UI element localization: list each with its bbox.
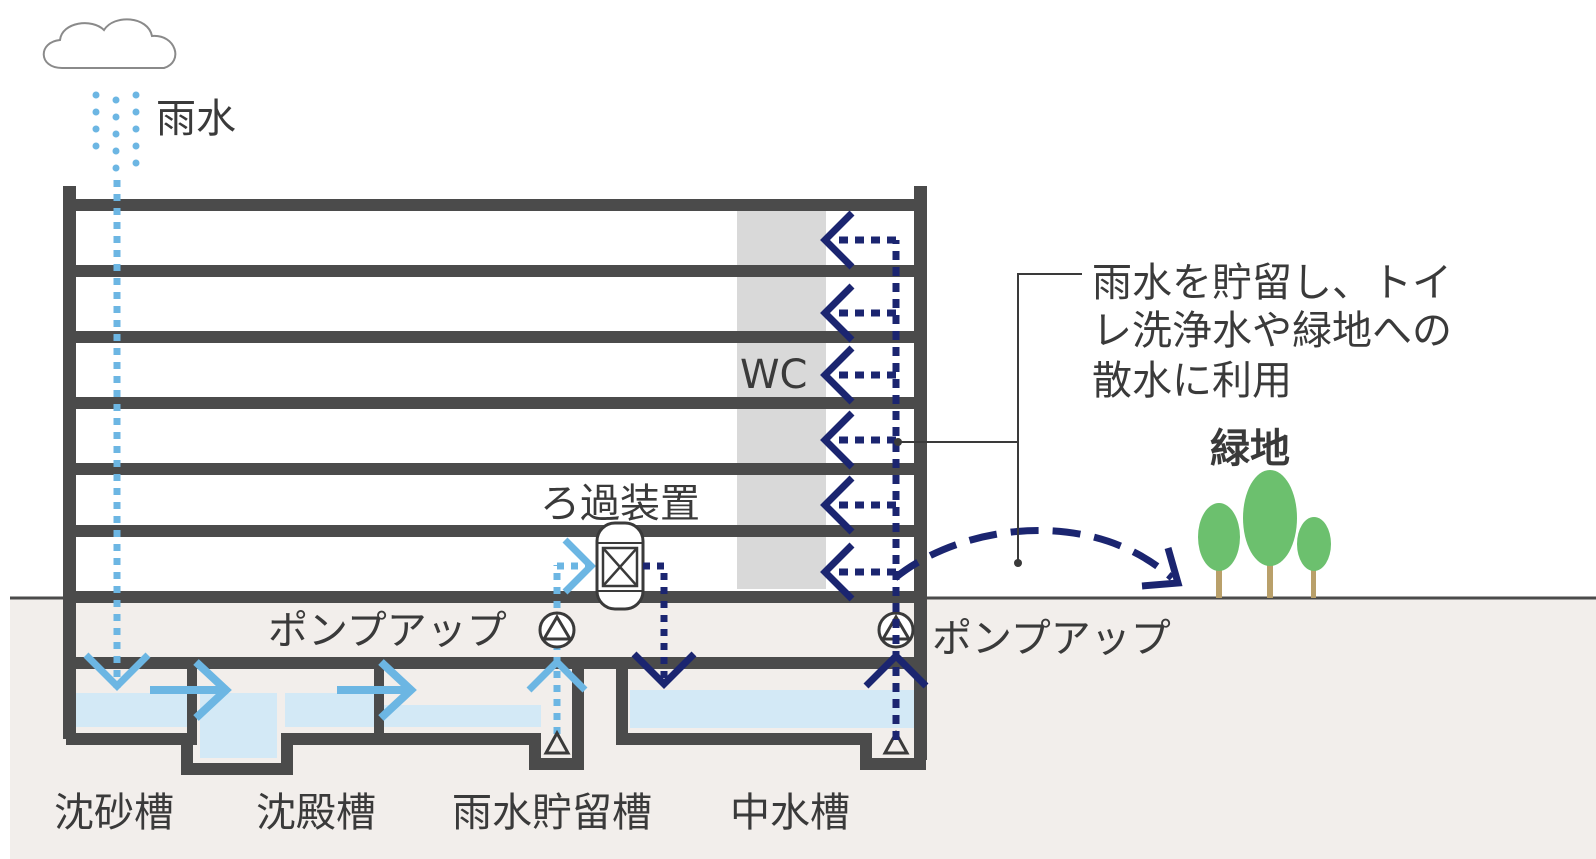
graywater-down-arrowhead bbox=[631, 651, 697, 689]
wc-label: WC bbox=[740, 352, 807, 398]
wc-branch-arrowhead bbox=[820, 283, 855, 343]
rain-to-filter-arrowhead bbox=[562, 537, 596, 595]
sprinkle-arc bbox=[892, 526, 1175, 581]
description-line-1: 雨水を貯留し、トイ bbox=[1092, 260, 1452, 306]
floor-slab bbox=[63, 657, 927, 669]
rain-drops bbox=[92, 91, 140, 172]
tank-label-sand: 沈砂槽 bbox=[54, 790, 174, 836]
floor-slab bbox=[63, 331, 927, 343]
floor-slabs bbox=[63, 199, 927, 669]
tank-flow-arrows bbox=[150, 659, 417, 721]
floor-slab bbox=[63, 463, 927, 475]
filter-to-graywater-pipe bbox=[643, 562, 668, 680]
wc-branch-arrowhead bbox=[820, 542, 855, 602]
description-leader bbox=[898, 273, 1082, 443]
tank-walls-left bbox=[66, 668, 584, 775]
floor-slab bbox=[63, 525, 927, 537]
wc-branch-arrowhead bbox=[820, 345, 855, 405]
leader-dot-riser bbox=[894, 438, 902, 446]
tank-walls-right bbox=[616, 668, 926, 770]
pump-icon-right bbox=[877, 611, 915, 649]
tree-trunk bbox=[1216, 565, 1222, 598]
floor-slab bbox=[63, 397, 927, 409]
tank-label-storage: 雨水貯留槽 bbox=[452, 790, 652, 836]
wc-branch-arrowhead bbox=[820, 475, 855, 535]
green-area-label: 緑地 bbox=[1210, 426, 1290, 472]
floor-slab bbox=[63, 199, 927, 211]
foot-valve-icon-left bbox=[543, 729, 571, 755]
filter-device-icon bbox=[595, 521, 645, 611]
rain-down-arrowhead bbox=[83, 652, 151, 691]
storage-tank-water-2 bbox=[383, 705, 541, 727]
floor-slab bbox=[63, 591, 927, 603]
wc-branch-arrowhead bbox=[820, 210, 855, 270]
pump-icon-left bbox=[538, 611, 576, 649]
green-area-trees bbox=[1198, 470, 1331, 598]
tank-label-graywater: 中水槽 bbox=[730, 790, 850, 836]
tree-icon bbox=[1243, 470, 1297, 566]
floor-slab bbox=[63, 265, 927, 277]
rain-label: 雨水 bbox=[156, 96, 236, 142]
wc-branch-arrowhead bbox=[820, 410, 855, 470]
sand-tank-water bbox=[76, 693, 189, 727]
tree-icon bbox=[1297, 517, 1331, 571]
description-line-3: 散水に利用 bbox=[1092, 358, 1292, 404]
cloud-icon bbox=[42, 18, 177, 69]
wc-supply-branches bbox=[820, 210, 896, 602]
rain-pump-arrowhead-lower bbox=[526, 657, 588, 693]
leader-dot-arc bbox=[1014, 559, 1022, 567]
pump-up-label-right: ポンプアップ bbox=[932, 616, 1171, 662]
graywater-up-arrowhead bbox=[863, 651, 929, 689]
tank-label-settling: 沈殿槽 bbox=[256, 790, 376, 836]
foot-valve-icon-right bbox=[882, 729, 910, 755]
tree-icon bbox=[1198, 503, 1240, 571]
filter-label: ろ過装置 bbox=[540, 481, 700, 527]
storage-tank-water bbox=[285, 693, 375, 727]
graywater-tank-water bbox=[630, 690, 914, 728]
sprinkle-arrowhead bbox=[1141, 547, 1183, 590]
description-line-2: レ洗浄水や緑地への bbox=[1092, 308, 1452, 354]
tree-trunk bbox=[1267, 555, 1273, 598]
basement-tanks bbox=[66, 668, 926, 775]
pump-up-label-left: ポンプアップ bbox=[268, 608, 507, 654]
tree-trunk bbox=[1311, 568, 1316, 598]
